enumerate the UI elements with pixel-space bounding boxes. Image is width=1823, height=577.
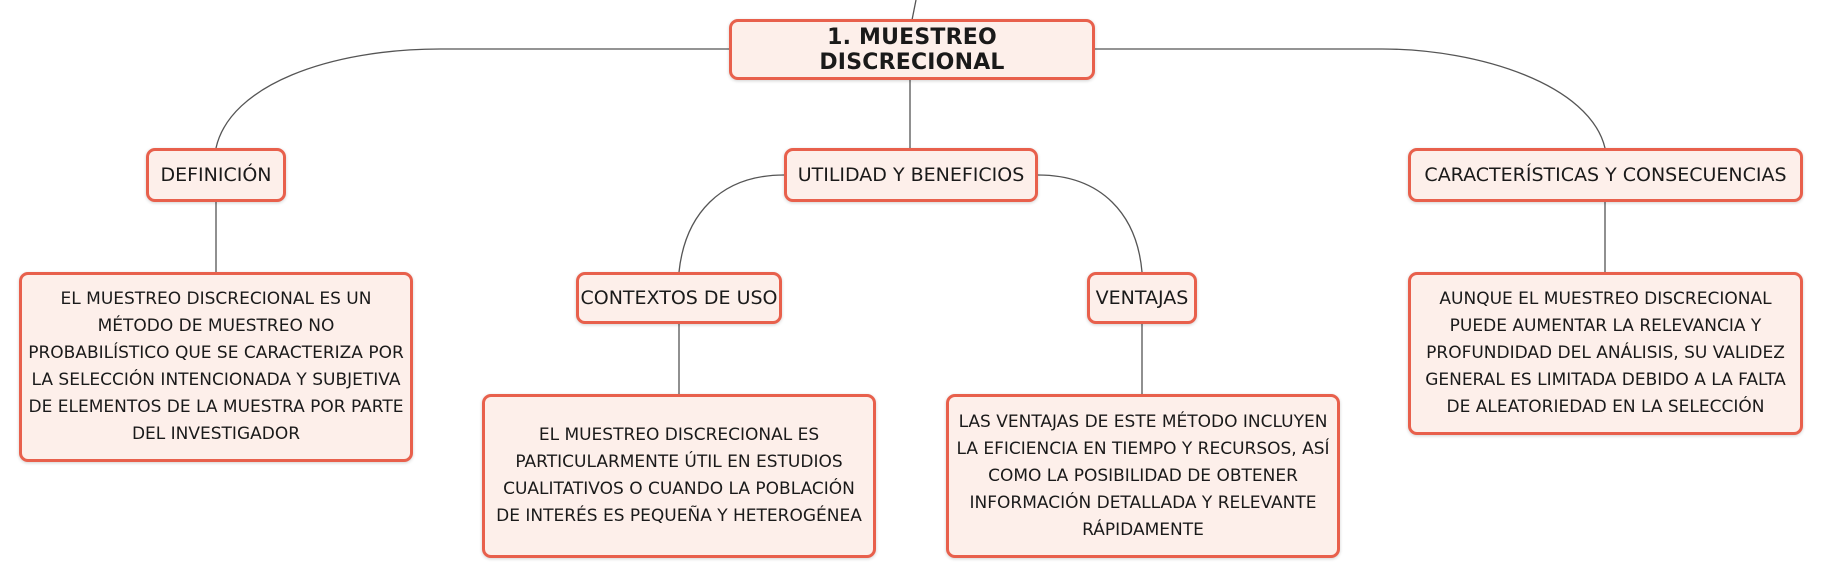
definicion-text: EL MUESTREO DISCRECIONAL ES UN MÉTODO DE… (28, 289, 404, 444)
utilidad-label: UTILIDAD Y BENEFICIOS (797, 164, 1025, 186)
caracteristicas-text: AUNQUE EL MUESTREO DISCRECIONAL PUEDE AU… (1425, 289, 1786, 417)
root-node[interactable]: 1. MUESTREO DISCRECIONAL (729, 19, 1095, 80)
connector-root-to-definicion (215, 48, 729, 149)
ventajas-text: LAS VENTAJAS DE ESTE MÉTODO INCLUYEN LA … (956, 411, 1330, 540)
ventajas-node[interactable]: VENTAJAS (1087, 272, 1197, 324)
connector-utilidad-to-ventajas (1037, 174, 1143, 273)
caracteristicas-label: CARACTERÍSTICAS Y CONSECUENCIAS (1424, 164, 1787, 186)
definicion-text-node[interactable]: EL MUESTREO DISCRECIONAL ES UN MÉTODO DE… (19, 272, 413, 462)
connector-parent-to-root (911, 0, 917, 21)
contextos-text: EL MUESTREO DISCRECIONAL ES PARTICULARME… (496, 425, 862, 526)
contextos-text-node[interactable]: EL MUESTREO DISCRECIONAL ES PARTICULARME… (482, 394, 876, 558)
contextos-label: CONTEXTOS DE USO (580, 287, 778, 309)
utilidad-node[interactable]: UTILIDAD Y BENEFICIOS (784, 148, 1038, 202)
connector-utilidad-to-contextos (678, 174, 785, 273)
definicion-node[interactable]: DEFINICIÓN (146, 148, 286, 202)
contextos-node[interactable]: CONTEXTOS DE USO (576, 272, 782, 324)
ventajas-label: VENTAJAS (1095, 287, 1189, 309)
ventajas-text-node[interactable]: LAS VENTAJAS DE ESTE MÉTODO INCLUYEN LA … (946, 394, 1340, 558)
caracteristicas-text-node[interactable]: AUNQUE EL MUESTREO DISCRECIONAL PUEDE AU… (1408, 272, 1803, 435)
definicion-label: DEFINICIÓN (160, 164, 272, 186)
root-label: 1. MUESTREO DISCRECIONAL (819, 24, 1005, 75)
connector-root-to-caracteristicas (1095, 48, 1606, 149)
caracteristicas-node[interactable]: CARACTERÍSTICAS Y CONSECUENCIAS (1408, 148, 1803, 202)
